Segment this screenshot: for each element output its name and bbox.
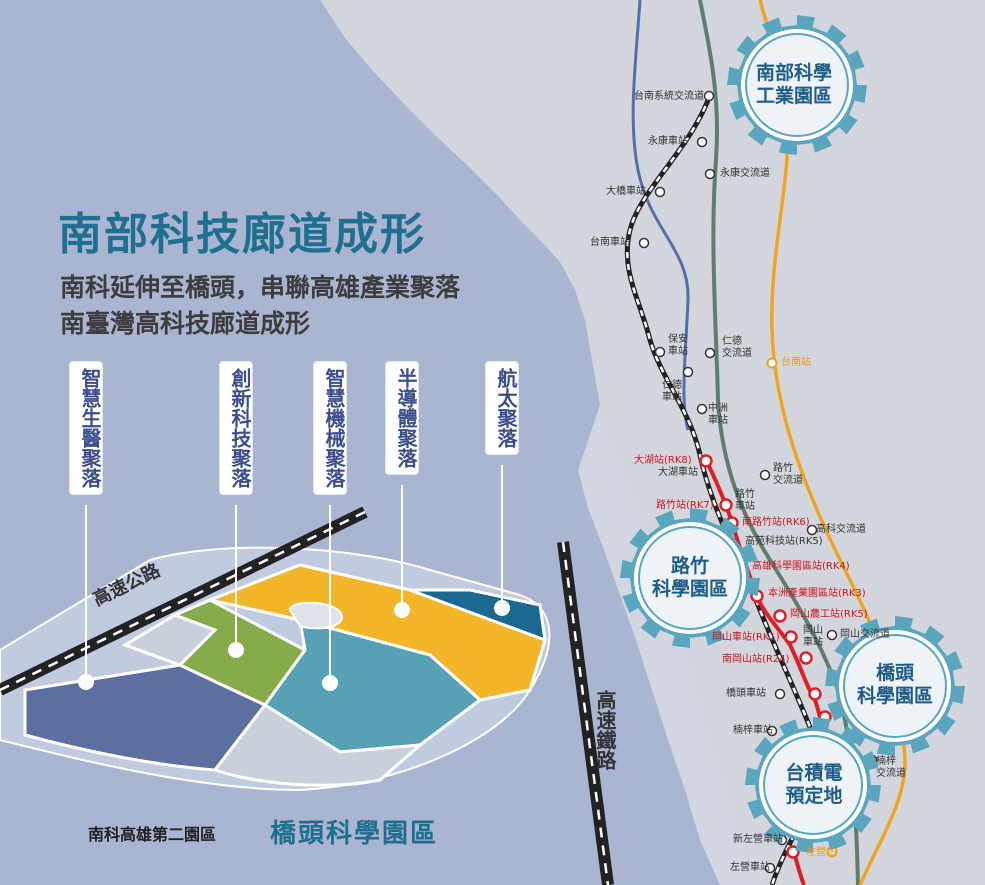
label-daqiao-station: 大橋車站 [606,186,646,197]
label-south-gangshan-r24: 南岡山站(R24) [722,654,790,665]
label-tainan-system-interchange: 台南系統交流道 [634,91,704,102]
label-dahu-station: 大湖車站 [658,467,698,478]
label-south-luzhu-rk6: 南路竹站(RK6) [742,517,810,528]
headline-subtitle-1: 南科延伸至橋頭，串聯高雄產業聚落 [60,273,461,302]
rail-stations [638,90,878,874]
label-yongkang-station: 永康車站 [648,136,688,147]
label-dahu-rk8: 大湖站(RK8) [634,455,692,466]
label-qiaotou-station: 橋頭車站 [726,688,766,699]
park-caption-small: 南科高雄第二園區 [88,825,217,844]
label-kaohsiung-science-park-rk4: 高雄科學園區站(RK4) [752,561,850,572]
highway-graphic [0,506,368,696]
gear-label-tainan-park: 南部科學工業園區 [755,62,832,107]
cluster-label-semiconductor: 半導體聚落 [386,362,418,474]
mrt-line [704,459,832,771]
label-gaoke-interchange: 高科交流道 [816,524,866,535]
cluster-label-aerospace: 航太聚落 [486,362,518,454]
zone-aerospace [409,588,547,643]
label-gangshan-agri-rk5: 岡山農工站(RK5) [790,609,868,620]
label-luzhu-interchange: 路竹 交流道 [773,463,803,486]
label-zuoying-hsr-station: 左營站 [806,847,836,858]
label-luzhu-station: 路竹 車站 [735,489,755,512]
gear-group [620,15,965,853]
label-kaohsiung-hitech-rk5: 高苑科技站(RK5) [745,536,823,547]
cluster-label-machinery: 智慧機械聚落 [314,362,346,494]
zone-grey-center [212,703,425,787]
label-gangshan-interchange: 岡山交流道 [840,629,890,640]
cluster-pointers [78,465,510,691]
land-mass [320,0,985,885]
label-yongkang-interchange: 永康交流道 [720,168,770,179]
label-tainan-station: 台南車站 [590,237,630,248]
gear-label-luzhu-park: 路竹科學園區 [651,555,728,600]
hsr-graphic [557,541,614,885]
label-rende-interchange: 仁德 交流道 [722,336,752,359]
railway-line-front [626,94,820,885]
label-zuoying-station: 左營車站 [730,862,770,873]
gear-qiaotou-park-core [843,634,947,738]
label-baoan-station: 保安 車站 [668,334,688,357]
zone-plaza [288,601,343,630]
label-benzhou-industrial-rk3: 本洲產業園區站(RK3) [768,588,866,599]
gear-label-qiaotou-park: 橋頭科學園區 [856,662,933,707]
river-line [631,0,690,431]
hsr-label: 高速鐵路 [593,690,617,770]
label-nanzi-station: 楠梓車站 [733,725,773,736]
gear-luzhu-park-core [638,526,742,630]
label-luzhu-rk7: 路竹站(RK7) [656,500,714,511]
headline-subtitle-2: 南臺灣高科技廊道成形 [60,309,311,338]
label-new-zuoying-station: 新左營車站 [733,834,783,845]
park-caption-big: 橋頭科學園區 [270,819,439,849]
label-gangshan-station: 岡山 車站 [803,625,823,648]
gear-tainan-park-core [745,33,849,137]
coast-strip [578,405,760,885]
label-gangshan-rk1: 岡山車站(RK1) [712,632,780,643]
label-nanzi-interchange: 楠梓 交流道 [876,756,906,779]
label-rende-station: 仁德 車站 [662,380,682,403]
hsr-tainan-station [766,357,778,369]
label-tainan-hsr-station: 台南站 [781,357,811,368]
cluster-label-innovation: 創新科技聚落 [220,362,252,494]
gear-tsmc-site-core [763,735,863,835]
headline-title: 南部科技廊道成形 [58,209,426,260]
gear-label-tsmc-site: 台積電預定地 [785,762,843,807]
cluster-label-biomed: 智慧生醫聚落 [70,362,102,494]
label-zhongzhou-station: 中洲 車站 [708,403,728,426]
